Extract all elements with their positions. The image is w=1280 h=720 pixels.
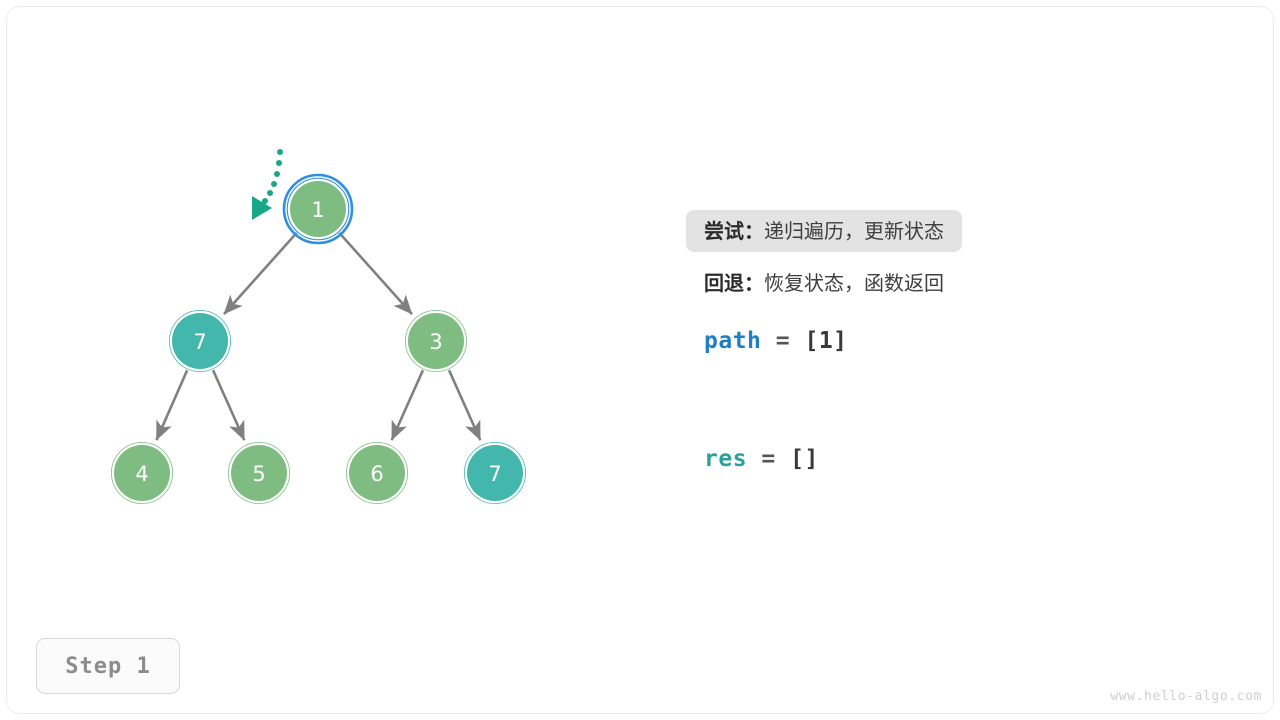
pointer-dot xyxy=(277,149,283,155)
node-ring-gap xyxy=(405,310,467,372)
node-body xyxy=(467,445,523,501)
node-value-label: 5 xyxy=(252,462,265,486)
node-highlight-ring xyxy=(282,173,354,245)
tree-node-6: 6 xyxy=(345,441,408,504)
tree-edge xyxy=(223,231,298,316)
description-try: 尝试：递归遍历，更新状态 xyxy=(686,210,962,252)
pointer-dot xyxy=(274,171,280,177)
node-body xyxy=(231,445,287,501)
node-value-label: 7 xyxy=(488,462,501,486)
pointer-triangle-icon xyxy=(252,196,272,220)
tree-node-3: 3 xyxy=(404,309,467,372)
node-ring-gap xyxy=(346,442,408,504)
description-backtrack-body: 恢复状态，函数返回 xyxy=(764,271,944,295)
node-ring-gap xyxy=(169,310,231,372)
pointer-dot xyxy=(262,198,268,204)
pointer-dot xyxy=(271,181,277,187)
node-value-label: 4 xyxy=(135,462,148,486)
node-body xyxy=(349,445,405,501)
site-watermark: www.hello-algo.com xyxy=(1110,689,1262,704)
node-ring-gap xyxy=(111,442,173,504)
variable-res-name: res xyxy=(704,446,748,472)
node-body xyxy=(172,313,228,369)
pointer-dot xyxy=(276,160,282,166)
tree-edge xyxy=(390,369,425,441)
node-value-label: 7 xyxy=(193,330,206,354)
node-value-label: 6 xyxy=(370,462,383,486)
tree-edge xyxy=(211,369,246,441)
tree-node-5: 5 xyxy=(228,441,291,504)
description-backtrack-lead: 回退： xyxy=(704,271,764,295)
node-ring-gap xyxy=(464,442,526,504)
variable-path-value: [1] xyxy=(804,328,848,354)
traversal-pointer-icon xyxy=(252,149,283,220)
pointer-dot xyxy=(267,190,273,196)
node-body xyxy=(408,313,464,369)
tree-edge xyxy=(155,369,189,441)
description-backtrack: 回退：恢复状态，函数返回 xyxy=(686,262,962,304)
tree-node-4: 4 xyxy=(111,441,174,504)
tree-node-7: 7 xyxy=(169,309,232,372)
step-badge-label: Step 1 xyxy=(65,653,151,679)
description-try-body: 递归遍历，更新状态 xyxy=(764,219,944,243)
variable-path-row: path = [1] xyxy=(704,328,848,354)
variable-path-name: path xyxy=(704,328,762,354)
node-value-label: 3 xyxy=(429,330,442,354)
description-backtrack-row: 回退：恢复状态，函数返回 xyxy=(686,262,962,304)
variable-res-row: res = [] xyxy=(704,446,819,472)
tree-node-1: 1 xyxy=(282,173,354,245)
node-value-label: 1 xyxy=(311,198,324,222)
variable-path-equals: = xyxy=(775,328,791,354)
description-try-lead: 尝试： xyxy=(704,219,764,243)
tree-edges xyxy=(155,231,482,441)
node-body xyxy=(114,445,170,501)
variable-res-equals: = xyxy=(761,446,776,472)
tree-node-7: 7 xyxy=(463,441,526,504)
tree-nodes: 1 7 3 4 5 6 7 xyxy=(111,173,526,504)
step-badge: Step 1 xyxy=(36,638,180,694)
description-try-row: 尝试：递归遍历，更新状态 xyxy=(686,210,962,252)
node-ring-gap xyxy=(228,442,290,504)
node-body xyxy=(290,181,346,237)
tree-edge xyxy=(338,231,413,316)
variable-res-value: [] xyxy=(790,446,819,472)
tree-edge xyxy=(447,369,482,441)
node-ring-gap xyxy=(287,178,349,240)
